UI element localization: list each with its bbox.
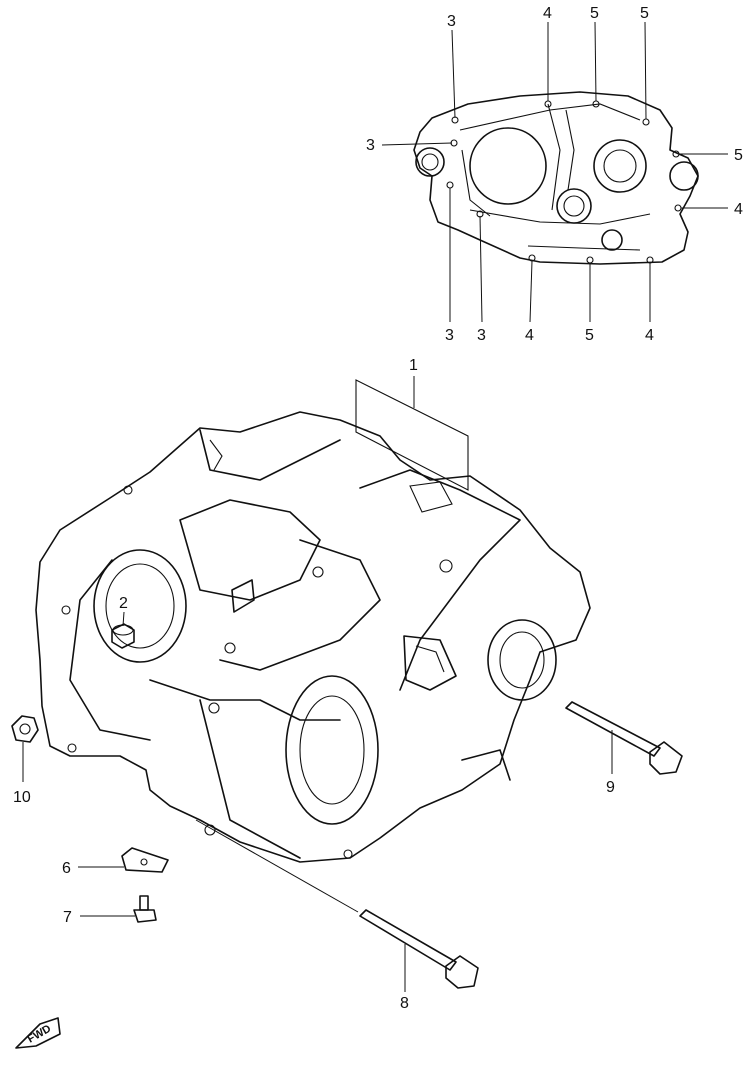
callout-5-top-b: 5 (640, 5, 649, 22)
part-8-bolt (195, 819, 479, 992)
callout-leaders-top (381, 21, 728, 323)
callout-6: 6 (62, 860, 71, 877)
part-10-nut (11, 715, 39, 782)
callout-5-bottom: 5 (585, 327, 594, 344)
crankcase-assembly (35, 411, 591, 863)
callout-3-top: 3 (447, 13, 456, 30)
callout-numbers: 3 3 3 3 4 4 4 4 5 5 5 5 1 2 6 7 8 9 10 (13, 5, 743, 1012)
callout-4-bottom-b: 4 (645, 327, 654, 344)
part-2-dowel (111, 611, 135, 649)
part-6-plate (78, 847, 169, 873)
callout-3-left: 3 (366, 137, 375, 154)
callout-4-bottom-a: 4 (525, 327, 534, 344)
callout-5-right: 5 (734, 147, 743, 164)
part-9-bolt (565, 701, 683, 775)
callout-7: 7 (63, 909, 72, 926)
callout-8: 8 (400, 995, 409, 1012)
callout-3-bottom-b: 3 (477, 327, 486, 344)
callout-9: 9 (606, 779, 615, 796)
callout-4-top: 4 (543, 5, 552, 22)
callout-10: 10 (13, 789, 31, 806)
part-1-plate (355, 379, 469, 491)
part-7-screw (80, 895, 157, 923)
callout-4-right: 4 (734, 201, 743, 218)
fwd-label: FWD (26, 1023, 54, 1046)
callout-5-top-a: 5 (590, 5, 599, 22)
fwd-arrow-icon: FWD (15, 1017, 61, 1049)
callout-2: 2 (119, 595, 128, 612)
crankcase-half-view (413, 91, 699, 265)
callout-3-bottom-a: 3 (445, 327, 454, 344)
callout-1: 1 (409, 357, 418, 374)
